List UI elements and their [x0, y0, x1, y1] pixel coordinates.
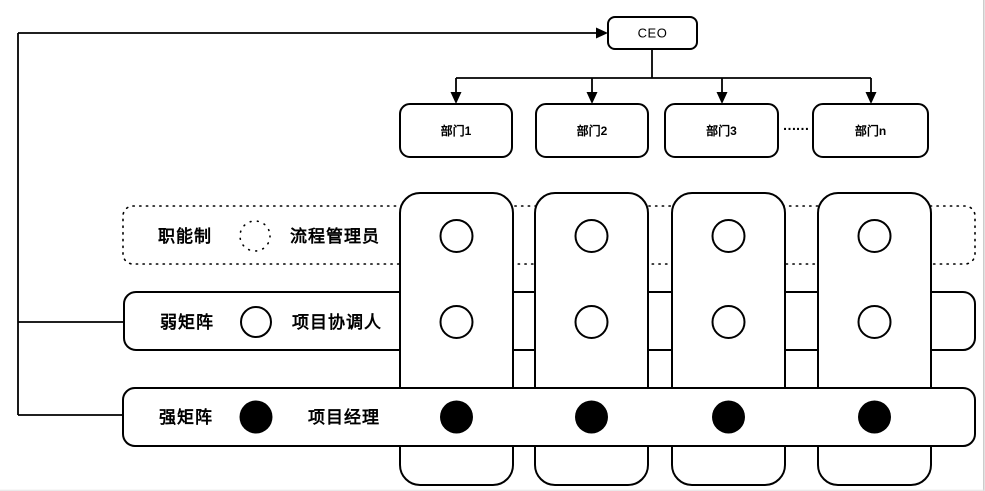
functional-row-legend: 职能制 流程管理员: [158, 220, 380, 252]
open-circle-icon: [439, 305, 474, 339]
strong-matrix-row-band: [122, 387, 976, 447]
ceo-department-connector: [450, 49, 877, 104]
department-label-1: 部门1: [441, 123, 472, 138]
open-circle-icon: [711, 219, 746, 253]
filled-circle-icon: [239, 400, 273, 434]
department-node-n: [812, 103, 929, 158]
weak-matrix-row-column-markers: [439, 305, 892, 339]
strong-matrix-role-label: 项目经理: [308, 407, 380, 427]
functional-role-label: 流程管理员: [290, 226, 380, 246]
department-label-2: 部门2: [577, 123, 608, 138]
open-circle-icon: [857, 219, 892, 253]
filled-circle-icon: [858, 400, 891, 434]
arrowhead-dept1-icon: [450, 92, 462, 104]
arrowhead-dept2-icon: [586, 92, 598, 104]
dotted-circle-icon: [239, 220, 271, 252]
ceo-node: CEO: [607, 16, 698, 50]
filled-circle-icon: [440, 400, 473, 434]
functional-row-label: 职能制: [158, 226, 212, 246]
open-circle-icon: [574, 219, 609, 253]
ceo-box: [607, 16, 698, 50]
strong-matrix-row-legend: 强矩阵 项目经理: [159, 400, 380, 434]
department-label-3: 部门3: [706, 123, 737, 138]
arrowhead-into-ceo-icon: [596, 27, 608, 39]
open-circle-icon: [711, 305, 746, 339]
left-connector: [17, 27, 608, 416]
functional-row-column-markers: [439, 219, 892, 253]
strong-matrix-row-label: 强矩阵: [159, 407, 213, 427]
ceo-label: CEO: [638, 26, 668, 41]
department-node-3: [664, 103, 779, 158]
strong-matrix-row-column-markers: [440, 400, 891, 434]
arrowhead-deptn-icon: [865, 92, 877, 104]
open-circle-icon: [857, 305, 892, 339]
department-node-2: [535, 103, 649, 158]
department-nodes: 部门1 部门2 部门3 …… 部门n: [399, 103, 929, 158]
weak-matrix-row-legend: 弱矩阵 项目协调人: [160, 306, 382, 338]
department-ellipsis: ……: [783, 117, 809, 133]
weak-matrix-row-label: 弱矩阵: [160, 312, 214, 332]
open-circle-icon: [439, 219, 474, 253]
open-circle-icon: [574, 305, 609, 339]
open-circle-icon: [240, 306, 272, 338]
arrowhead-dept3-icon: [716, 92, 728, 104]
department-label-n: 部门n: [855, 123, 886, 138]
department-node-1: [399, 103, 513, 158]
filled-circle-icon: [712, 400, 745, 434]
weak-matrix-role-label: 项目协调人: [292, 312, 382, 332]
filled-circle-icon: [575, 400, 608, 434]
